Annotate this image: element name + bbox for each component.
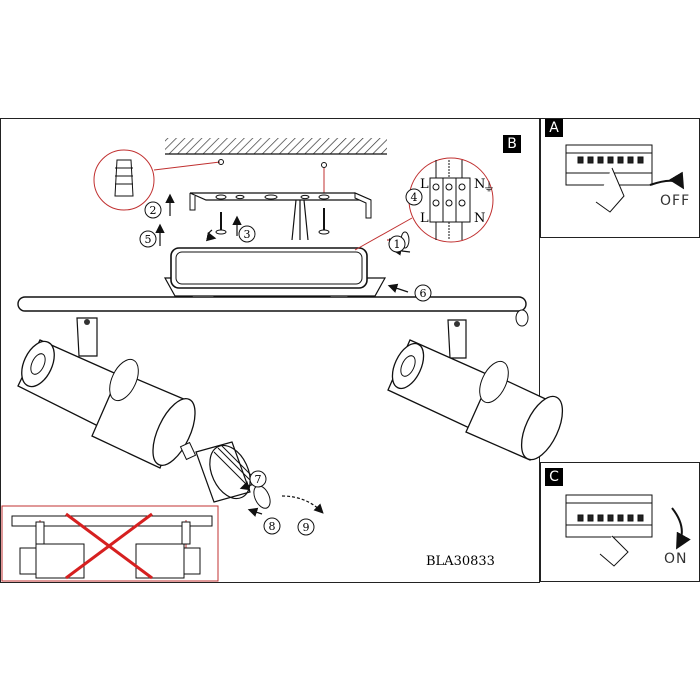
mounting-bracket (189, 192, 372, 219)
panel-label-c: C (545, 468, 563, 486)
terminal-label-n-top: N (474, 177, 485, 192)
ceiling (165, 138, 387, 155)
step-2-label: 2 (150, 204, 157, 217)
step-9-label: 9 (303, 521, 310, 534)
on-label: ON (664, 551, 688, 567)
ceiling-screws (215, 199, 330, 241)
terminal-label-n-bottom: N (474, 211, 485, 226)
terminal-block-callout: ⏚ (354, 157, 495, 251)
breaker-panel-off (565, 144, 685, 213)
step-4-label: 4 (411, 191, 418, 204)
step-1-label: 1 (394, 238, 401, 251)
panel-label-a: A (545, 119, 563, 137)
step-numbers: 2 3 5 1 4 6 7 8 9 (139, 188, 432, 536)
panel-label-b: B (503, 135, 521, 153)
step-3-label: 3 (244, 228, 251, 241)
step-5-label: 5 (145, 233, 152, 246)
step-7-label: 7 (255, 473, 262, 486)
incorrect-mounting-inset (1, 505, 219, 582)
step-8-label: 8 (269, 520, 276, 533)
gu10-bulb (179, 441, 255, 503)
retaining-ring (253, 485, 271, 509)
off-label: OFF (660, 193, 691, 209)
step-6-label: 6 (420, 287, 427, 300)
light-bar (17, 296, 529, 327)
spot-right (387, 319, 564, 461)
terminal-label-l-bottom: L (420, 211, 429, 226)
step-arrows (155, 193, 411, 517)
wall-plug-callout (93, 149, 327, 211)
model-code: BLA30833 (426, 554, 495, 569)
breaker-panel-on (565, 494, 691, 567)
spot-left (17, 317, 196, 469)
svg-text:⏚: ⏚ (483, 180, 495, 194)
terminal-label-l-top: L (420, 177, 429, 192)
